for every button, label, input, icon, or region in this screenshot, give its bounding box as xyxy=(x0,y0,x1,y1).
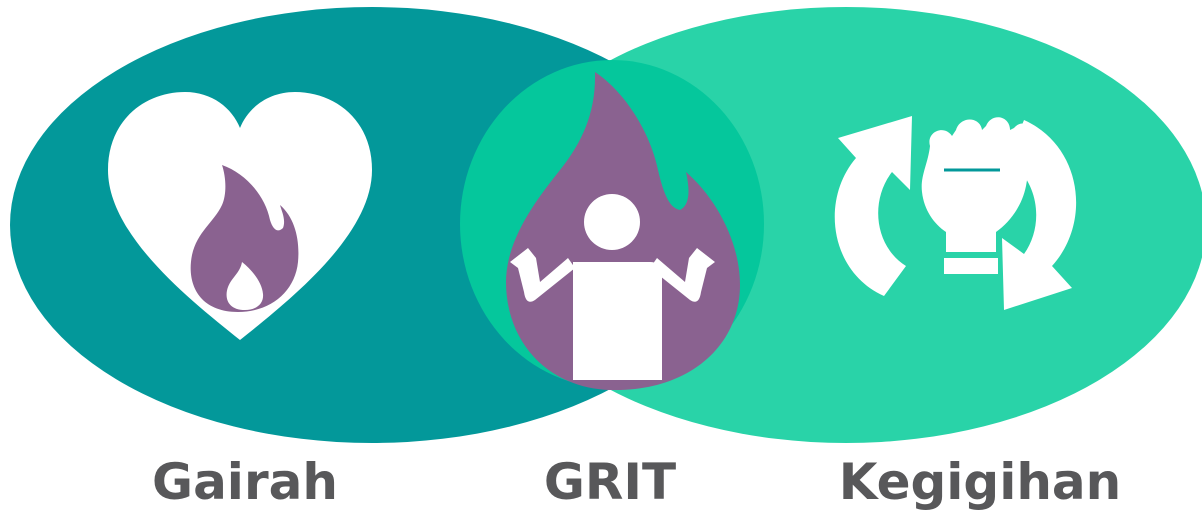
grit-label: GRIT xyxy=(543,453,677,511)
passion-label: Gairah xyxy=(152,453,338,511)
fist-cycle-arrows-icon xyxy=(834,116,1077,310)
heart-flame-icon xyxy=(108,92,372,340)
flame-strong-person-icon xyxy=(506,72,740,391)
perseverance-label: Kegigihan xyxy=(838,453,1122,511)
